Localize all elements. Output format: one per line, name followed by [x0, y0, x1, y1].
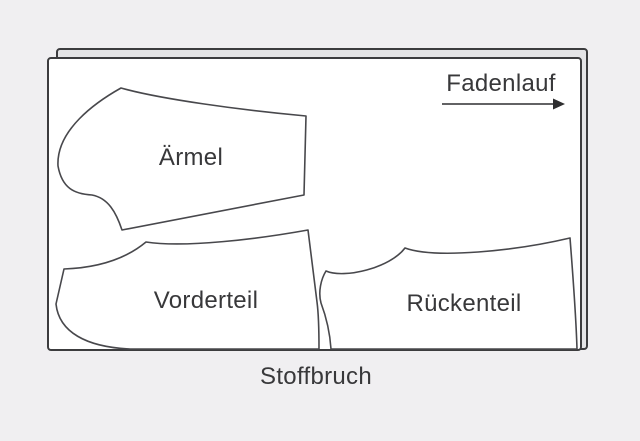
front-piece-label: Vorderteil [153, 287, 259, 314]
back-piece-outline [319, 237, 578, 350]
fabric-fold-label: Stoffbruch [260, 363, 372, 390]
front-piece-outline [55, 229, 320, 350]
back-piece-label: Rückenteil [406, 290, 522, 317]
sleeve-piece-label: Ärmel [158, 144, 224, 171]
grainline-arrow-icon [442, 98, 565, 110]
sleeve-piece-outline [57, 87, 307, 231]
grainline-label: Fadenlauf [446, 70, 556, 97]
